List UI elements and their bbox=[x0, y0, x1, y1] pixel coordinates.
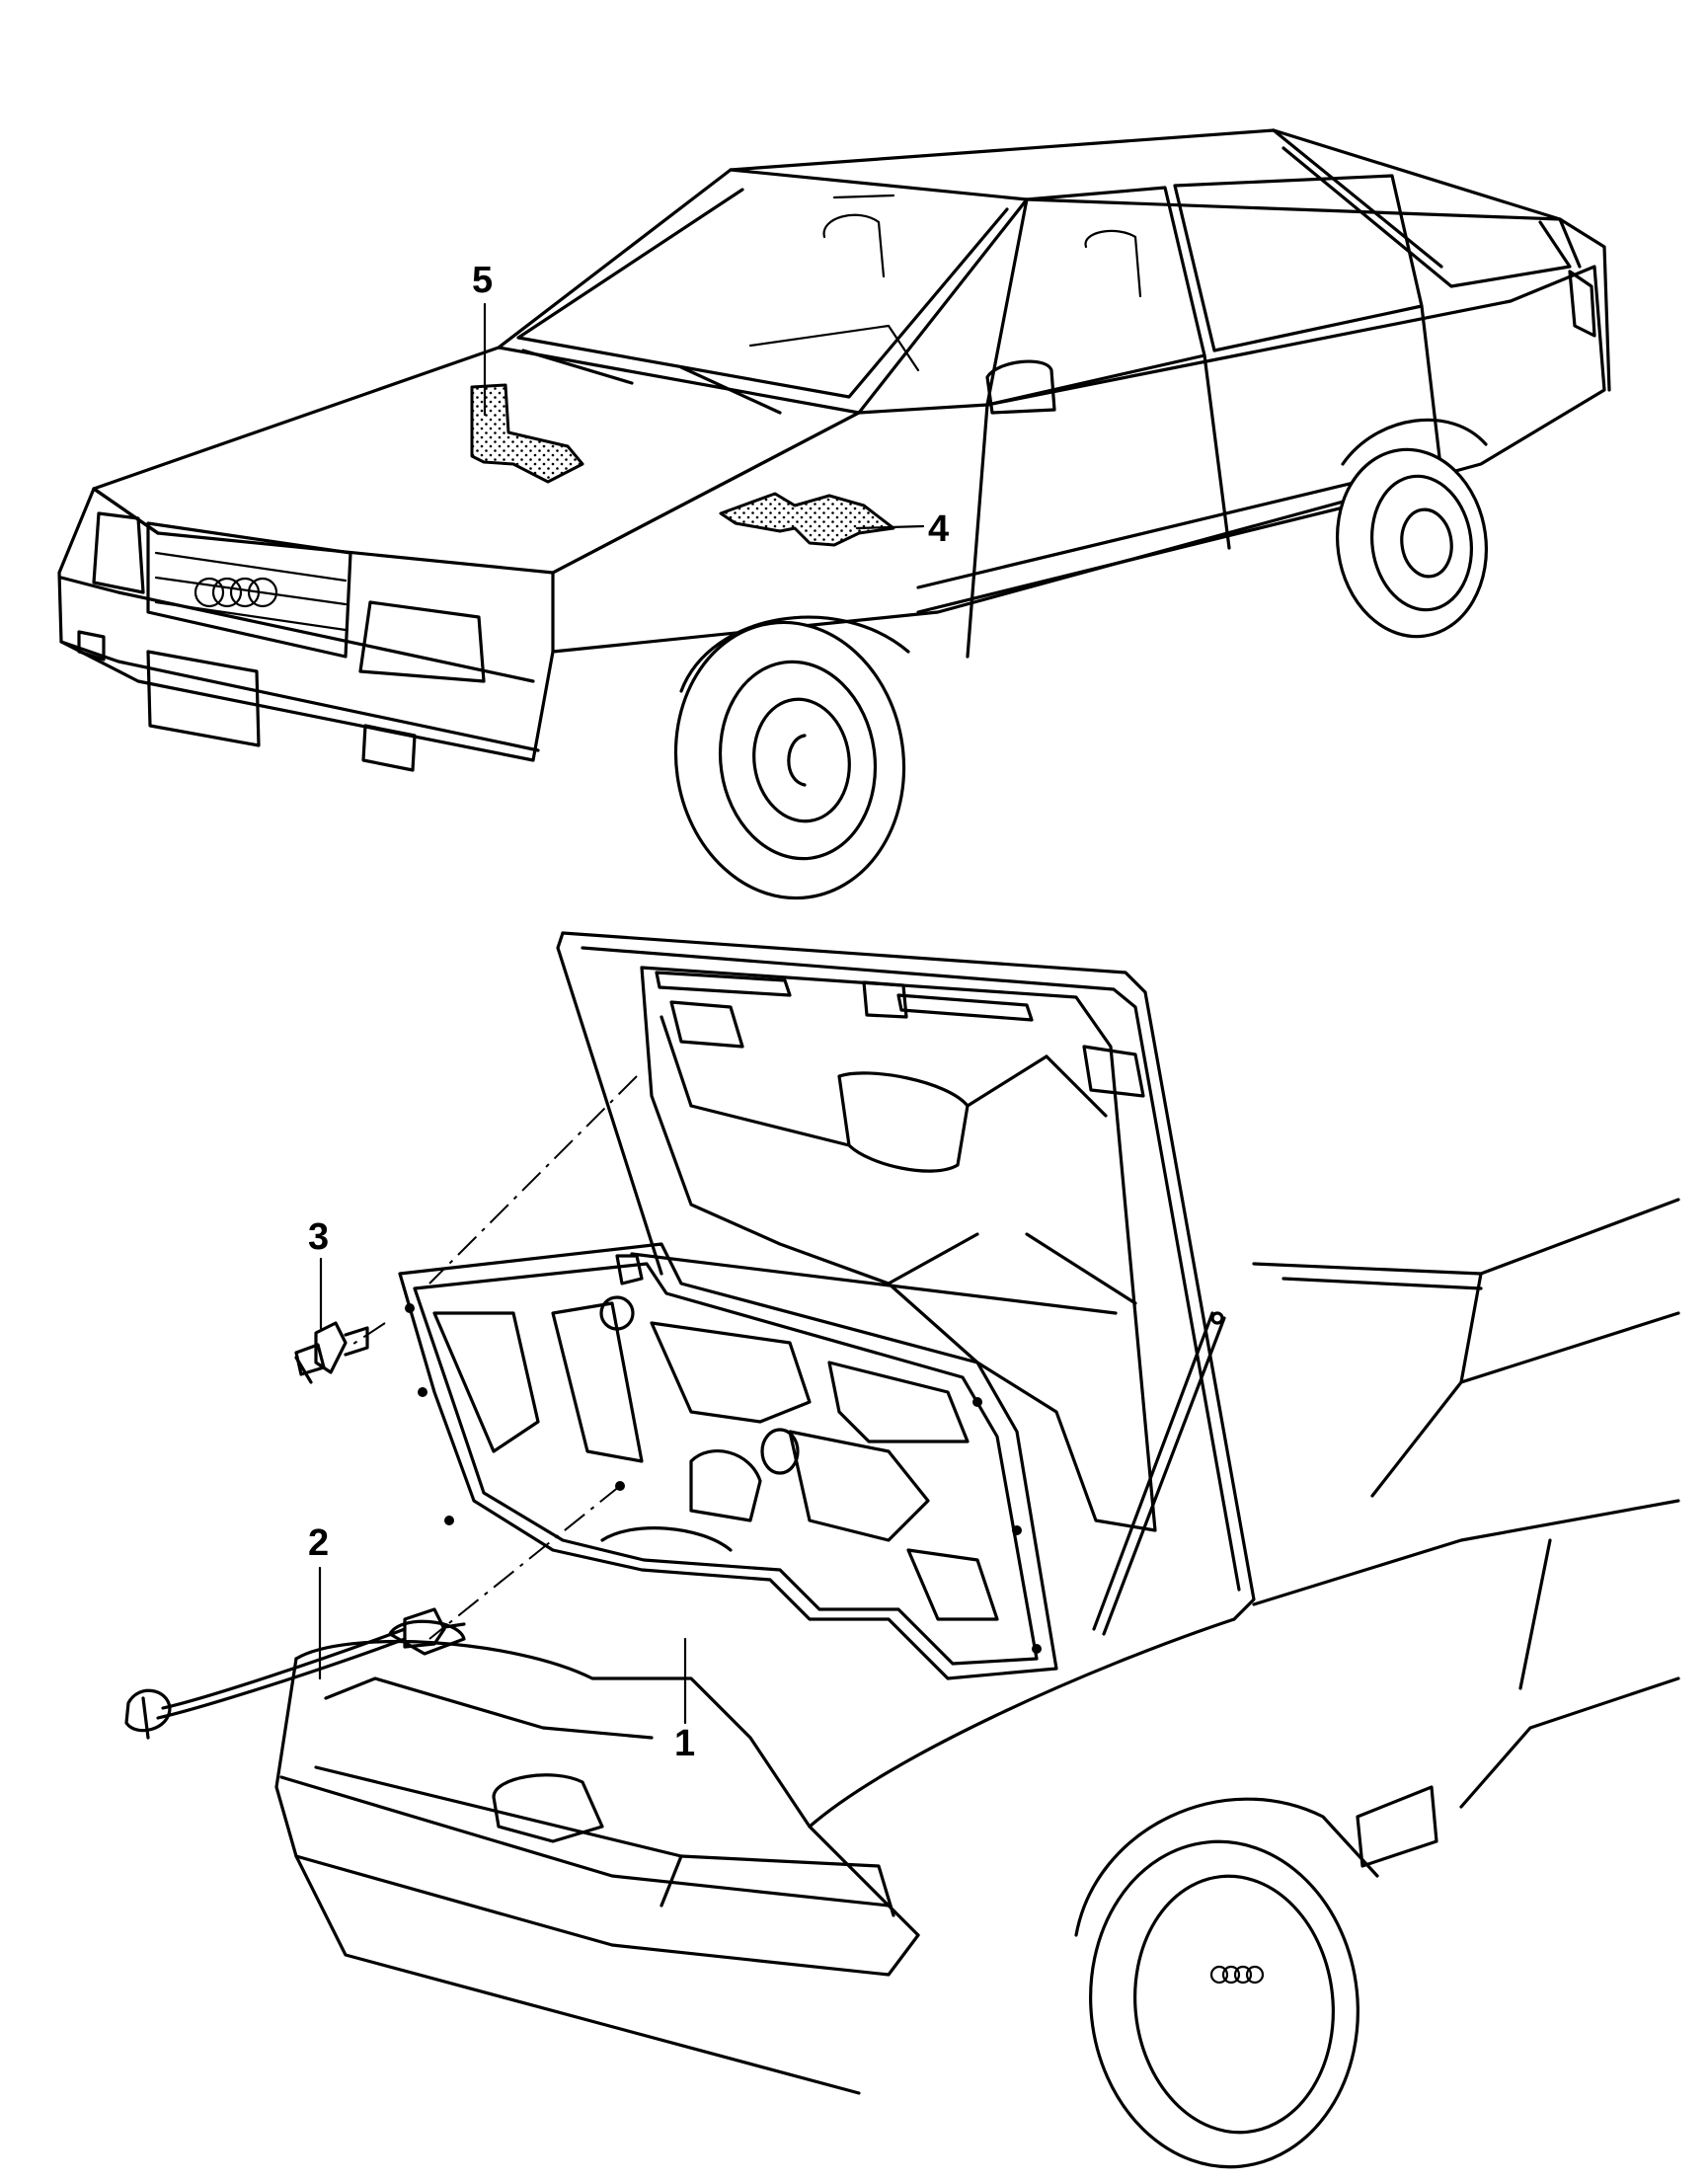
open-hood-illustration bbox=[124, 931, 1680, 2169]
sedan-overview-illustration bbox=[57, 128, 1611, 900]
svg-text:2: 2 bbox=[308, 1522, 329, 1564]
callout-1: 1 bbox=[674, 1637, 695, 1764]
audi-rings-logo bbox=[194, 577, 278, 608]
svg-text:4: 4 bbox=[928, 508, 949, 550]
callout-5: 5 bbox=[472, 260, 493, 417]
callout-4: 4 bbox=[855, 508, 949, 550]
callout-3: 3 bbox=[308, 1216, 329, 1330]
svg-text:1: 1 bbox=[674, 1723, 695, 1764]
hood-cable-part bbox=[124, 1607, 466, 1740]
callout-2: 2 bbox=[308, 1522, 329, 1680]
svg-text:5: 5 bbox=[472, 260, 493, 301]
audi-rings-hubcap-logo bbox=[1209, 1965, 1265, 1985]
svg-text:3: 3 bbox=[308, 1216, 329, 1258]
front-wheel-bottom bbox=[1089, 1839, 1359, 2169]
sound-insulation-pad-fender bbox=[719, 492, 895, 547]
retaining-clip-part bbox=[294, 1321, 369, 1384]
rear-wheel bbox=[1335, 447, 1489, 639]
front-wheel bbox=[673, 620, 906, 900]
hood-insulation-mat bbox=[398, 1242, 1058, 1680]
sound-insulation-pad-hood bbox=[470, 383, 584, 484]
